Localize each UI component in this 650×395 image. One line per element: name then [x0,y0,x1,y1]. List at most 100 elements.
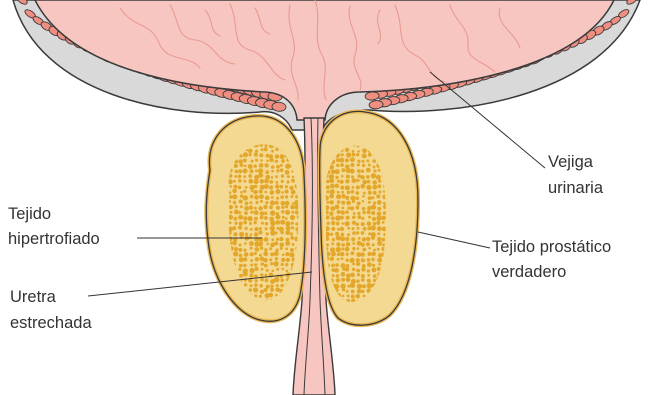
hypertrophy-dot [239,254,243,258]
hypertrophy-dot [234,247,238,251]
hypertrophy-dot [270,190,275,195]
hypertrophy-dot [361,184,366,189]
hypertrophy-dot [270,210,275,215]
hypertrophy-dot [340,216,344,220]
hypertrophy-dot [259,190,263,194]
hypertrophy-dot [251,160,254,163]
hypertrophy-dot [356,280,359,283]
hypertrophy-dot [327,201,330,204]
hypertrophy-dot [347,233,350,236]
hypertrophy-dot [254,217,258,221]
hypertrophy-dot [254,179,259,184]
hypertrophy-dot [270,221,275,226]
hypertrophy-dot [290,236,294,240]
hypertrophy-dot [259,295,262,298]
hypertrophy-dot [367,262,372,267]
hypertrophy-dot [264,179,269,184]
hypertrophy-dot [261,268,264,271]
hypertrophy-dot [351,190,355,194]
hypertrophy-dot [366,185,371,190]
hypertrophy-dot [339,158,344,163]
hypertrophy-dot [243,216,247,220]
hypertrophy-dot [350,206,354,210]
hypertrophy-dot [254,232,258,236]
hypertrophy-dot [254,185,258,189]
hypertrophy-dot [243,221,247,225]
hypertrophy-dot [345,158,349,162]
hypertrophy-dot [361,278,365,282]
hypertrophy-dot [362,200,365,203]
hypertrophy-dot [280,164,283,167]
hypertrophy-dot [372,159,376,163]
hypertrophy-dot [377,211,382,216]
hypertrophy-dot [276,169,279,172]
hypertrophy-dot [239,244,242,247]
hypertrophy-dot [372,185,377,190]
hypertrophy-dot [357,227,360,230]
hypertrophy-dot [243,272,248,277]
hypertrophy-dot [356,197,359,200]
hypertrophy-dot [326,180,330,184]
hypertrophy-dot [368,191,372,195]
hypertrophy-dot [271,238,274,241]
hypertrophy-dot [356,231,359,234]
hypertrophy-dot [356,206,360,210]
hypertrophy-dot [269,205,273,209]
hypertrophy-dot [260,179,265,184]
label-hypertrophic-line2: hipertrofiado [8,230,100,248]
hypertrophy-dot [337,258,340,261]
hypertrophy-dot [361,258,365,262]
hypertrophy-dot [254,221,257,224]
hypertrophy-dot [281,191,284,194]
hypertrophy-dot [382,221,385,224]
hypertrophy-dot [270,226,275,231]
hypertrophy-dot [264,212,267,215]
hypertrophy-dot [361,274,365,278]
hypertrophy-dot [234,164,238,168]
hypertrophy-dot [373,249,376,252]
hypertrophy-dot [377,248,380,251]
hypertrophy-dot [361,243,365,247]
hypertrophy-dot [248,216,253,221]
hypertrophy-dot [337,191,340,194]
hypertrophy-dot [345,237,349,241]
hypertrophy-dot [362,195,365,198]
hypertrophy-dot [249,153,252,156]
hypertrophy-dot [381,216,386,221]
hypertrophy-dot [270,285,273,288]
hypertrophy-dot [289,186,293,190]
hypertrophy-dot [373,222,376,225]
hypertrophy-dot [291,190,296,195]
hypertrophy-dot [275,201,279,205]
hypertrophy-dot [269,185,273,189]
hypertrophy-dot [250,259,253,262]
hypertrophy-dot [275,154,279,158]
hypertrophy-dot [341,248,344,251]
hypertrophy-dot [280,168,284,172]
hypertrophy-dot [281,258,285,262]
hypertrophy-dot [366,168,371,173]
hypertrophy-dot [383,211,387,215]
hypertrophy-dot [255,279,258,282]
hypertrophy-dot [345,179,349,183]
hypertrophy-dot [341,175,344,178]
hypertrophy-dot [250,247,253,250]
hypertrophy-dot [363,192,366,195]
hypertrophy-dot [260,159,263,162]
hypertrophy-dot [347,295,350,298]
hypertrophy-dot [340,180,344,184]
hypertrophy-dot [331,216,335,220]
hypertrophy-dot [377,207,381,211]
hypertrophy-dot [233,201,237,205]
hypertrophy-dot [244,252,249,257]
hypertrophy-dot [342,288,345,291]
hypertrophy-dot [273,261,278,266]
hypertrophy-dot [285,241,290,246]
hypertrophy-dot [366,237,370,241]
hypertrophy-dot [244,165,247,168]
hypertrophy-dot [260,211,265,216]
hypertrophy-dot [280,284,284,288]
hypertrophy-dot [276,181,279,184]
hypertrophy-dot [272,270,275,273]
hypertrophy-dot [377,267,381,271]
